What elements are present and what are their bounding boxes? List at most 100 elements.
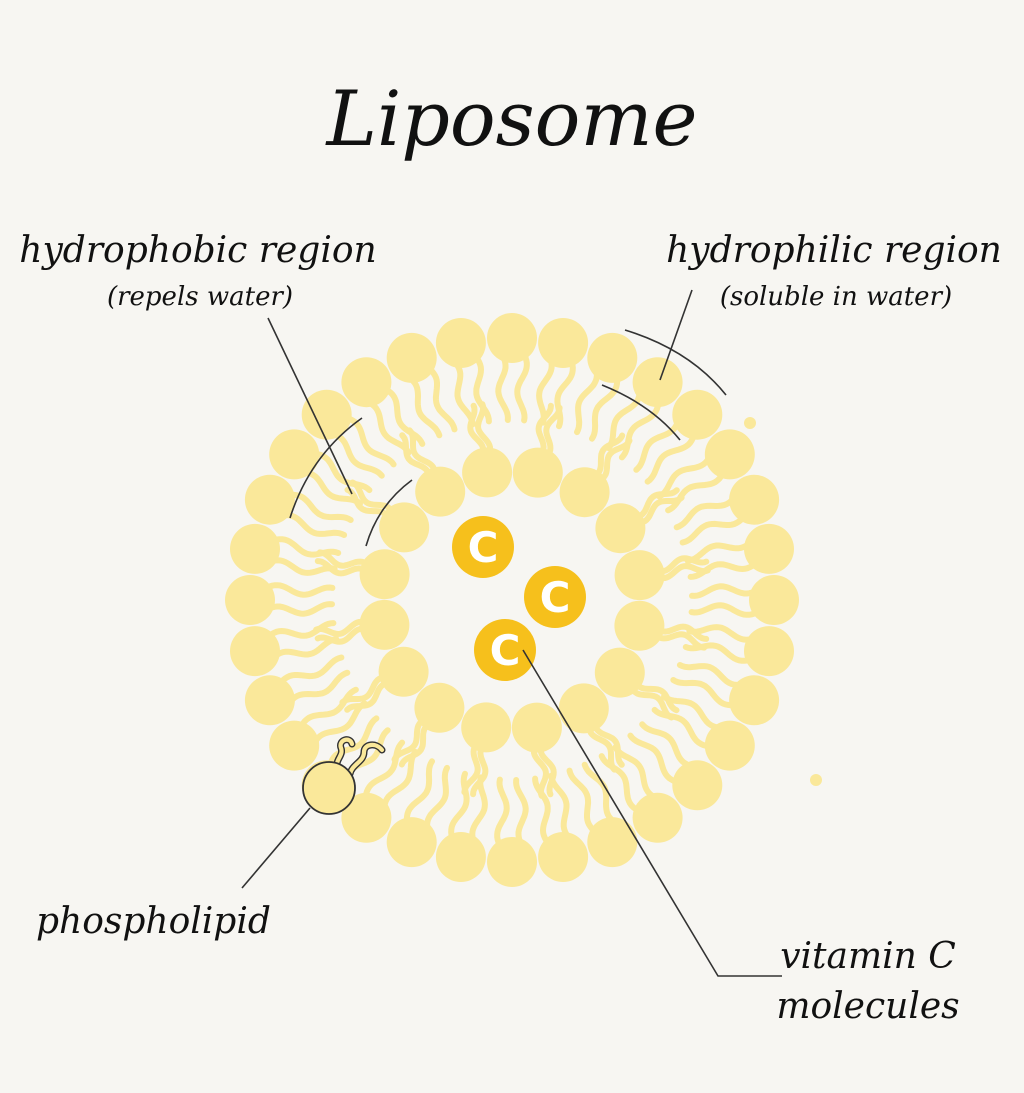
lipid-tail: [325, 715, 380, 771]
vitamin-c-molecule: C: [452, 516, 514, 578]
lipid-head: [415, 466, 466, 517]
lipid-head: [461, 702, 512, 753]
lipid-tail: [627, 732, 683, 787]
vitamin-c-molecule: C: [524, 566, 586, 628]
lipid-tail: [639, 721, 699, 771]
lipid-tail: [296, 468, 363, 507]
vitamin-c-label-line2: molecules: [776, 986, 959, 1027]
hydrophilic-outer-arc: [624, 329, 727, 396]
lipid-head: [435, 318, 486, 368]
lipid-tail: [261, 582, 336, 598]
lipid-head: [341, 357, 392, 408]
lipid-tail: [589, 372, 621, 442]
lipid-head: [595, 503, 646, 554]
lipid-tail: [670, 677, 740, 709]
lipid-tail: [495, 349, 511, 423]
lipid-head: [269, 720, 320, 771]
lipid-tail: [284, 669, 351, 709]
lipid-head: [269, 429, 320, 480]
lipid-head: [538, 832, 589, 882]
lipid-tail: [494, 776, 510, 851]
lipid-tail: [513, 777, 529, 851]
annotation-lines: [241, 289, 782, 977]
lipid-tail: [261, 601, 335, 617]
lipid-tail: [469, 774, 488, 849]
lipid-tail: [554, 356, 576, 430]
lipid-tail: [605, 384, 644, 451]
lipid-head: [704, 429, 755, 480]
lipid-head: [487, 313, 537, 363]
lipid-head: [594, 647, 645, 698]
lipid-head: [230, 523, 280, 574]
lipid-head: [462, 447, 513, 498]
hydrophilic-leader-line: [659, 289, 693, 381]
hydrophobic-leader-line: [267, 317, 353, 495]
lipid-head: [632, 357, 683, 408]
lipid-tail: [688, 602, 763, 618]
lipid-head: [744, 523, 794, 574]
lipid-head: [614, 600, 665, 651]
hydrophilic-inner-arc: [601, 384, 681, 441]
lipid-tail: [661, 693, 728, 732]
lipid-head: [341, 792, 392, 843]
lipid-tail: [424, 363, 458, 433]
hydrophobic-outer-arc: [289, 417, 363, 519]
lipid-head: [379, 502, 430, 553]
phospholipid-head: [302, 761, 356, 815]
lipid-tails: [261, 349, 763, 851]
lipid-head: [230, 626, 280, 677]
lipid-head: [538, 318, 589, 368]
lipid-tail: [268, 636, 340, 663]
lipid-tail: [536, 351, 555, 426]
lipid-tail: [676, 662, 749, 689]
lipid-tail: [581, 761, 621, 828]
lipid-head: [244, 474, 295, 525]
lipid-tail: [612, 744, 662, 803]
lipid-head: [729, 474, 780, 525]
lipid-tail: [682, 642, 756, 664]
vitamin-c-leader-line: [522, 649, 782, 977]
lipid-head: [744, 626, 794, 677]
phospholipid-tail-fill: [335, 737, 355, 771]
water-droplet: [744, 417, 756, 429]
lipid-tail: [574, 363, 601, 436]
vitamin-c-letter: C: [540, 573, 571, 622]
lipid-tail: [325, 429, 385, 479]
lipid-tail: [656, 450, 715, 500]
lipid-head: [672, 389, 723, 440]
lipid-head: [614, 550, 665, 601]
lipid-head: [414, 682, 465, 733]
lipid-head: [301, 389, 352, 440]
lipid-tail: [449, 356, 476, 428]
hydrophobic-inner-arc: [365, 479, 413, 547]
lipid-tail: [686, 624, 761, 643]
lipid-head: [378, 646, 429, 697]
vitamin-c-letter: C: [490, 626, 521, 675]
lipid-tail: [263, 557, 338, 576]
lipid-head: [359, 599, 410, 650]
phospholipid-tail-fill: [347, 742, 385, 777]
lipid-head: [512, 447, 563, 498]
lipid-head: [729, 675, 780, 726]
lipid-head: [511, 702, 562, 753]
phospholipid-leader-line: [241, 807, 311, 889]
hydrophilic-label: hydrophilic region: [666, 230, 1002, 271]
lipid-tail: [548, 772, 575, 844]
diagram-title: Liposome: [325, 74, 698, 163]
lipid-tail: [689, 583, 763, 599]
lipid-head: [587, 817, 638, 868]
lipid-tail: [403, 758, 435, 828]
lipid-head: [244, 675, 295, 726]
lipid-tail: [403, 372, 443, 439]
lipid-tail: [684, 537, 756, 564]
lipid-tail: [423, 764, 450, 837]
lipid-head: [558, 683, 609, 734]
phospholipid-label: phospholipid: [36, 901, 271, 942]
vitamin-c-molecule: C: [474, 619, 536, 681]
lipid-tail: [284, 491, 354, 523]
lipid-head: [749, 575, 799, 625]
lipid-tail: [514, 349, 530, 424]
lipid-head: [225, 575, 275, 625]
lipid-head: [559, 467, 610, 518]
